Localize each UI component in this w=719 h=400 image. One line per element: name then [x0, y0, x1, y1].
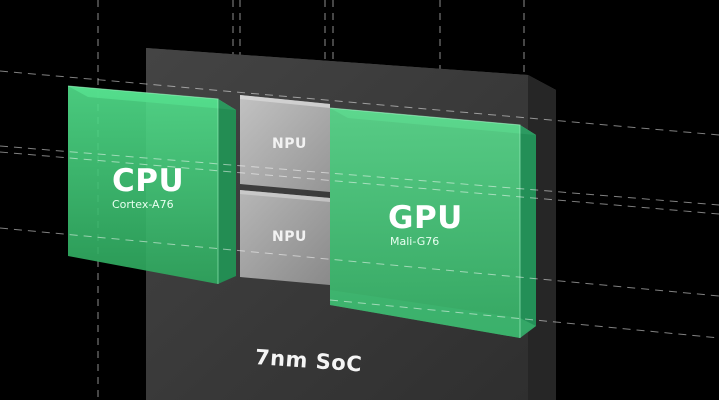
- npu-label-2: NPU: [272, 229, 307, 245]
- npu-block-1: [240, 95, 330, 192]
- cpu-sublabel: Cortex-A76: [112, 198, 174, 211]
- gpu-block: [329, 107, 536, 338]
- cpu-block: [67, 85, 236, 284]
- npu-block-2: [240, 190, 330, 285]
- gpu-sublabel: Mali-G76: [390, 235, 440, 248]
- cpu-label: CPU: [112, 163, 185, 199]
- horizontal-guide-lines: [0, 70, 719, 339]
- npu-label-1: NPU: [272, 136, 307, 152]
- gpu-label: GPU: [388, 200, 463, 236]
